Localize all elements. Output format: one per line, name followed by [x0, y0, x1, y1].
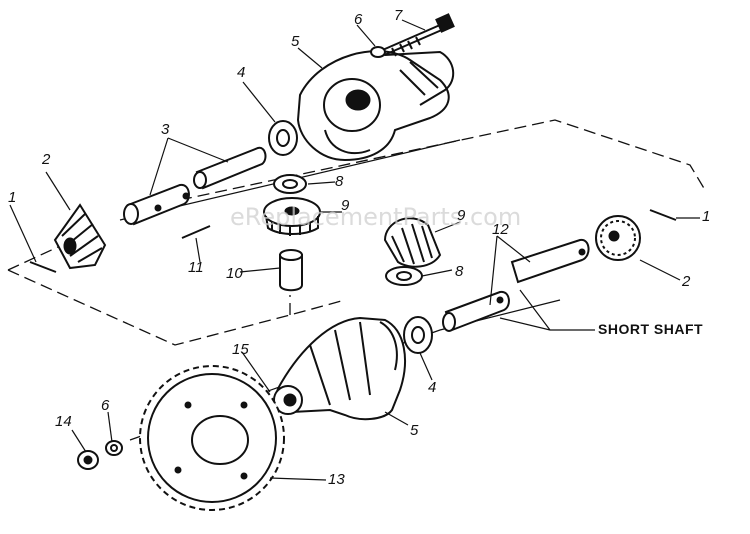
- label-part-12: 12: [492, 221, 509, 238]
- label-part-9-center: 9: [341, 197, 350, 214]
- watermark: eReplacementParts.com: [230, 203, 522, 231]
- thrust-washer-lower: [403, 316, 433, 354]
- lower-housing: [273, 316, 406, 421]
- label-part-3: 3: [161, 121, 170, 138]
- bevel-gear-right: [383, 217, 442, 268]
- spur-gear-center: [263, 197, 321, 236]
- label-part-5-upper: 5: [291, 33, 300, 50]
- spur-gear-right: [595, 215, 641, 261]
- hex-nut: [77, 450, 99, 470]
- label-part-6-lower: 6: [101, 397, 110, 414]
- thrust-washer-upper: [268, 120, 298, 156]
- label-part-2-left: 2: [42, 151, 51, 168]
- spacer-washer-upper: [273, 174, 307, 194]
- label-part-4-upper: 4: [237, 64, 246, 81]
- pin-center: [181, 225, 211, 239]
- label-part-9-right: 9: [457, 207, 466, 224]
- label-part-1-left: 1: [8, 189, 17, 206]
- sprocket: [139, 365, 285, 511]
- lock-washer-upper: [370, 46, 386, 58]
- upper-housing: [296, 50, 455, 162]
- short-shaft-callout: SHORT SHAFT: [598, 321, 704, 337]
- lock-washer-lower: [105, 440, 123, 456]
- leader-lines: [9, 19, 700, 481]
- label-part-14: 14: [55, 413, 72, 430]
- spacer-washer-lower: [385, 266, 423, 286]
- label-part-8-lower: 8: [455, 263, 464, 280]
- label-part-5-lower: 5: [410, 422, 419, 439]
- label-part-6-upper: 6: [354, 11, 363, 28]
- bolt: [377, 13, 455, 57]
- label-part-4-lower: 4: [428, 379, 437, 396]
- shaft-lower: [123, 183, 190, 226]
- pin-right: [649, 209, 677, 221]
- label-part-1-right: 1: [702, 208, 711, 225]
- assembly-outline: [7, 119, 706, 346]
- label-part-11: 11: [188, 259, 204, 276]
- label-part-15: 15: [232, 341, 249, 358]
- label-part-7: 7: [394, 7, 403, 24]
- shaft-upper: [193, 146, 267, 190]
- pin-left: [29, 261, 57, 273]
- label-part-2-right: 2: [682, 273, 691, 290]
- short-shaft-lower: [442, 290, 510, 332]
- bevel-gear-left: [53, 203, 107, 270]
- spacer-tube: [279, 249, 303, 292]
- label-part-8-upper: 8: [335, 173, 344, 190]
- label-part-10: 10: [226, 265, 243, 282]
- label-part-13: 13: [328, 471, 345, 488]
- short-shaft-upper: [510, 238, 590, 284]
